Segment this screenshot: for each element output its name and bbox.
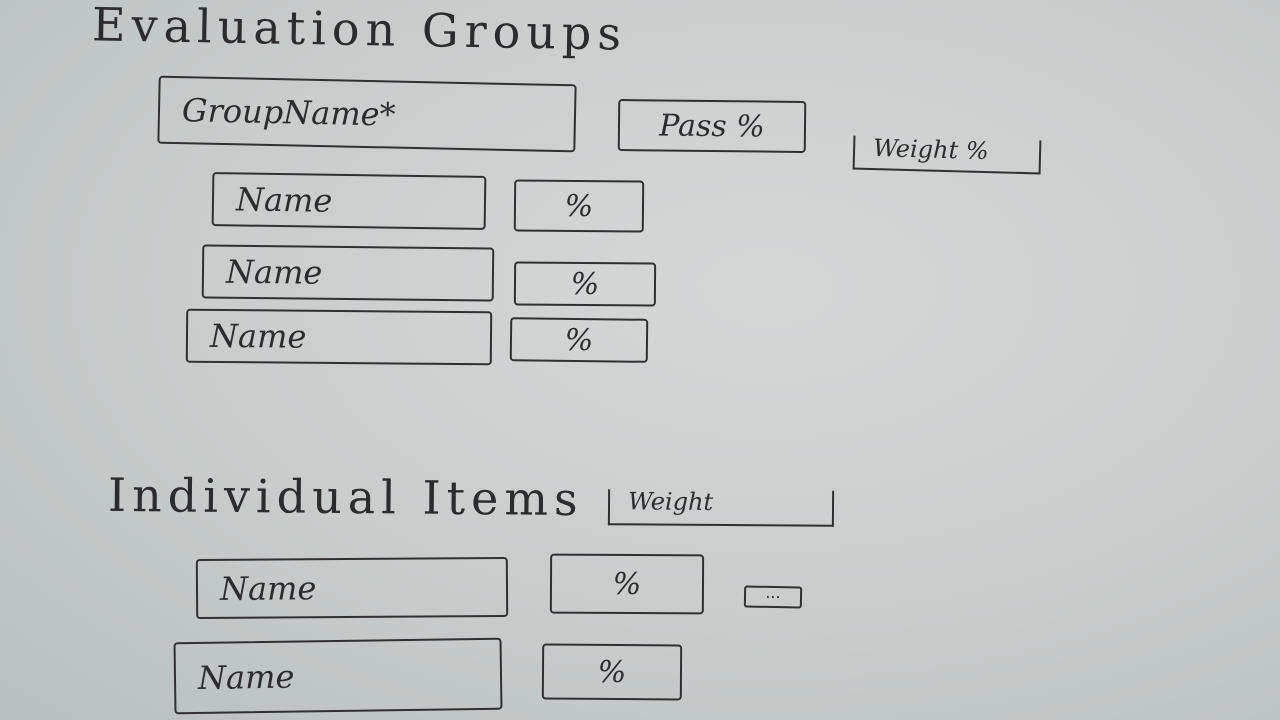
evaluation-groups-title: Evaluation Groups [91, 0, 628, 61]
individual-item-percent-input-1[interactable]: % [549, 553, 705, 615]
individual-item-name-input-1[interactable]: Name [195, 556, 509, 620]
group-item-name-input-1[interactable]: Name [211, 172, 487, 230]
individual-items-title: Individual Items [107, 467, 584, 527]
more-options-button[interactable]: ... [743, 583, 803, 609]
group-item-name-input-3[interactable]: Name [185, 308, 493, 366]
group-item-percent-input-1[interactable]: % [513, 179, 645, 233]
individual-item-percent-input-2[interactable]: % [541, 643, 683, 701]
item-weight-column-header: Weight [607, 487, 835, 527]
group-weight-column-header: Weight % [852, 134, 1042, 175]
pass-percent-input[interactable]: Pass % [617, 99, 807, 153]
group-item-name-input-2[interactable]: Name [201, 244, 495, 302]
group-item-percent-input-2[interactable]: % [513, 261, 657, 307]
group-name-input[interactable]: GroupName* [157, 75, 577, 153]
individual-item-name-input-2[interactable]: Name [173, 637, 503, 715]
group-item-percent-input-3[interactable]: % [509, 317, 649, 363]
